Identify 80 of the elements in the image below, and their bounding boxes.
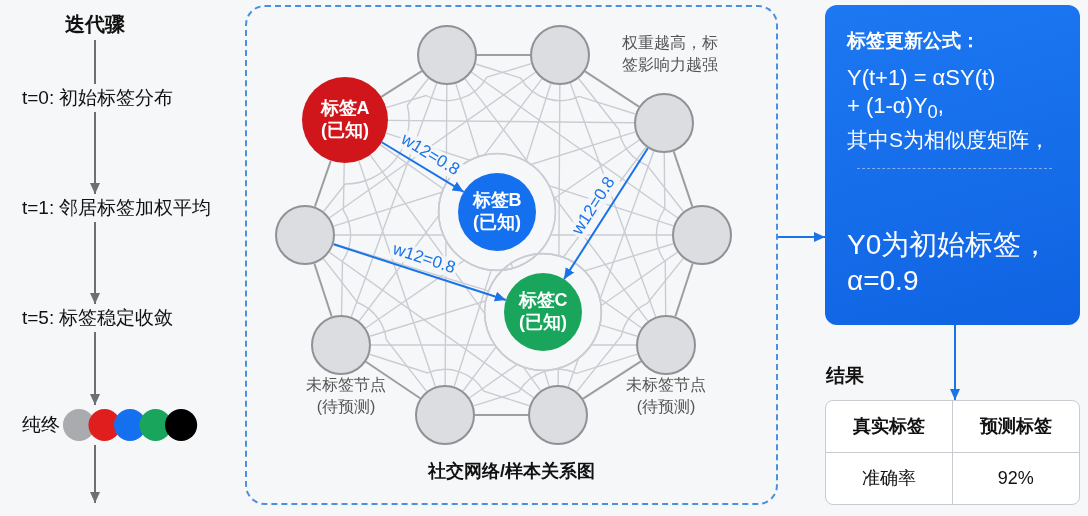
labeled-node: 标签C (已知) <box>504 273 582 351</box>
connector-line <box>567 150 655 388</box>
unlabeled-node <box>636 315 696 375</box>
connector-line <box>358 160 437 388</box>
arrow <box>90 331 100 406</box>
connector-line <box>655 152 667 316</box>
formula-text: Y(t+1) = αSY(t) + (1-α)Y$_{0}$, <box>847 63 997 125</box>
connector-line <box>476 54 531 56</box>
connector-line <box>380 70 423 98</box>
connector-line <box>313 262 333 318</box>
unlabeled-node <box>415 385 475 445</box>
connector-line <box>470 71 679 219</box>
step-label: t=1: 邻居标签加权平均 <box>0 194 232 222</box>
connector-line <box>468 251 679 399</box>
connector-line <box>332 131 637 227</box>
connector-line <box>437 82 550 388</box>
connector-line <box>584 70 640 108</box>
unlabeled-node <box>275 205 335 265</box>
connector-line <box>576 257 684 393</box>
arrow <box>90 111 100 195</box>
connector-line <box>474 414 529 416</box>
unlabeled-node <box>672 205 732 265</box>
arrow <box>380 141 465 193</box>
connector-line <box>387 119 635 124</box>
connector-line <box>672 150 694 208</box>
connector-line <box>94 39 96 85</box>
step-label: t=0: 初始标签分布 <box>0 84 190 112</box>
panel-title: 社交网络/样本关系图 <box>428 460 595 483</box>
connector-line <box>358 78 543 322</box>
connector-line <box>322 77 430 213</box>
connector-line <box>370 344 637 371</box>
connector-line <box>328 71 537 219</box>
arrow <box>90 444 100 504</box>
labeled-node: 标签A (已知) <box>302 77 388 163</box>
table-cell: 真实标签 <box>826 401 953 453</box>
unlabeled-node <box>417 25 477 85</box>
formula-card <box>825 5 1080 325</box>
connector-line <box>674 262 694 318</box>
formula-text: Y0为初始标签，α=0.9 <box>847 227 1051 299</box>
connector-line <box>322 258 428 392</box>
arrow <box>90 221 100 305</box>
step-label: t=5: 标签稳定收敛 <box>0 304 190 332</box>
connector-line <box>328 251 535 399</box>
step-label: 纯终 <box>22 413 60 437</box>
connector-line <box>350 82 438 318</box>
annotation-text: 未标签节点(待预测) <box>625 375 707 417</box>
annotation-text: 未标签节点(待预测) <box>305 375 387 417</box>
connector-line <box>569 82 657 318</box>
formula-heading: 标签更新公式： <box>847 29 981 53</box>
section-heading: 结果 <box>826 364 864 388</box>
connector-line <box>369 243 674 337</box>
connector-line <box>582 360 642 400</box>
connector-line <box>453 82 557 388</box>
connector-line <box>557 84 602 386</box>
table-cell: 预测标签 <box>952 401 1079 453</box>
table-cell: 准确率 <box>826 452 953 504</box>
annotation-text: 权重越高，标签影响力越强 <box>621 33 719 75</box>
arrow <box>777 232 826 242</box>
arrow <box>563 147 649 281</box>
unlabeled-node <box>311 315 371 375</box>
arrow <box>332 243 507 302</box>
connector-line <box>472 353 639 407</box>
table-cell-text: 92% <box>996 466 1035 490</box>
connector-line <box>313 159 332 208</box>
step-heading: 迭代骤 <box>45 8 145 40</box>
dashed-panel <box>245 5 778 505</box>
connector-line <box>385 63 532 109</box>
connector-line <box>464 78 649 322</box>
connector-line <box>474 63 637 115</box>
connector-line <box>364 360 422 400</box>
unlabeled-node <box>530 25 590 85</box>
connector-line <box>577 77 685 213</box>
arrow <box>950 324 960 401</box>
connector-line <box>369 154 542 392</box>
connector-line <box>368 353 531 407</box>
unlabeled-node <box>528 385 588 445</box>
connector-line <box>340 162 352 316</box>
unlabeled-node <box>634 93 694 153</box>
labeled-node: 标签B (已知) <box>458 173 536 251</box>
formula-text: 其中S为相似度矩阵， <box>847 127 1051 154</box>
